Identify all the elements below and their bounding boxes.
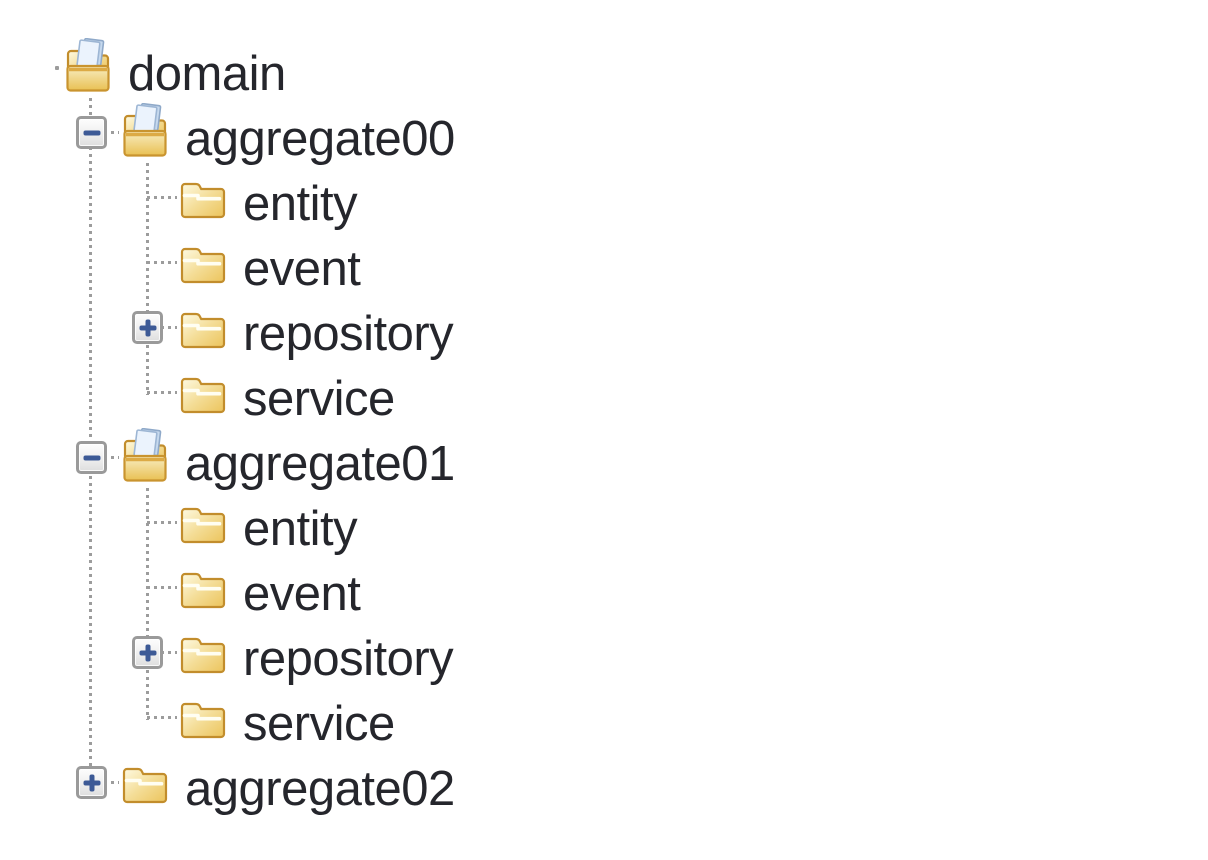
tree-node-row[interactable]: entity (0, 166, 1208, 231)
folder-closed-icon[interactable] (179, 370, 227, 423)
tree-connector-stub (147, 391, 177, 394)
tree-connector-stub (147, 521, 177, 524)
tree-node-label[interactable]: repository (243, 307, 454, 361)
folder-closed-icon[interactable] (179, 175, 227, 228)
tree-node-row[interactable]: repository (0, 296, 1208, 361)
tree-node-label[interactable]: entity (243, 177, 358, 231)
tree-connector-line (146, 488, 149, 720)
tree-node-label[interactable]: entity (243, 502, 358, 556)
tree-node-label[interactable]: aggregate02 (185, 762, 455, 816)
tree-node-label[interactable]: service (243, 372, 395, 426)
collapse-toggle-minus[interactable] (76, 441, 107, 474)
folder-closed-icon[interactable] (179, 240, 227, 293)
expand-toggle-plus[interactable] (132, 636, 163, 669)
tree-node-label[interactable]: repository (243, 632, 454, 686)
tree-node-row[interactable]: aggregate02 (0, 751, 1208, 816)
tree-node-row[interactable]: aggregate01 (0, 426, 1208, 491)
folder-closed-icon[interactable] (179, 565, 227, 618)
tree-connector-line (146, 163, 149, 395)
tree-node-row[interactable]: service (0, 361, 1208, 426)
toggle-glyph-bar (145, 319, 150, 336)
tree-root-stub-dot (55, 66, 59, 70)
toggle-glyph-bar (83, 130, 100, 135)
tree-node-row[interactable]: domain (0, 36, 1208, 101)
tree-node-label[interactable]: event (243, 567, 361, 621)
tree-node-row[interactable]: aggregate00 (0, 101, 1208, 166)
tree-node-row[interactable]: repository (0, 621, 1208, 686)
expand-toggle-plus[interactable] (76, 766, 107, 799)
folder-closed-icon[interactable] (179, 305, 227, 358)
expand-toggle-plus[interactable] (132, 311, 163, 344)
tree-connector-stub (147, 261, 177, 264)
folder-closed-icon[interactable] (179, 630, 227, 683)
tree-node-row[interactable]: event (0, 556, 1208, 621)
tree-node-label[interactable]: aggregate01 (185, 437, 455, 491)
tree-connector-stub (147, 196, 177, 199)
tree-connector-stub (147, 586, 177, 589)
tree-node-label[interactable]: service (243, 697, 395, 751)
tree-node-label[interactable]: aggregate00 (185, 112, 455, 166)
toggle-glyph-bar (89, 774, 94, 791)
folder-open-icon[interactable] (121, 427, 169, 489)
toggle-glyph-bar (145, 644, 150, 661)
tree-node-row[interactable]: event (0, 231, 1208, 296)
folder-closed-icon[interactable] (179, 500, 227, 553)
collapse-toggle-minus[interactable] (76, 116, 107, 149)
folder-open-icon[interactable] (121, 102, 169, 164)
toggle-glyph-bar (83, 455, 100, 460)
folder-closed-icon[interactable] (121, 760, 169, 813)
tree-connector-stub (147, 716, 177, 719)
folder-open-icon[interactable] (64, 37, 112, 99)
folder-closed-icon[interactable] (179, 695, 227, 748)
tree-node-label[interactable]: event (243, 242, 361, 296)
tree-node-row[interactable]: entity (0, 491, 1208, 556)
tree-node-row[interactable]: service (0, 686, 1208, 751)
tree-node-label[interactable]: domain (128, 47, 286, 101)
